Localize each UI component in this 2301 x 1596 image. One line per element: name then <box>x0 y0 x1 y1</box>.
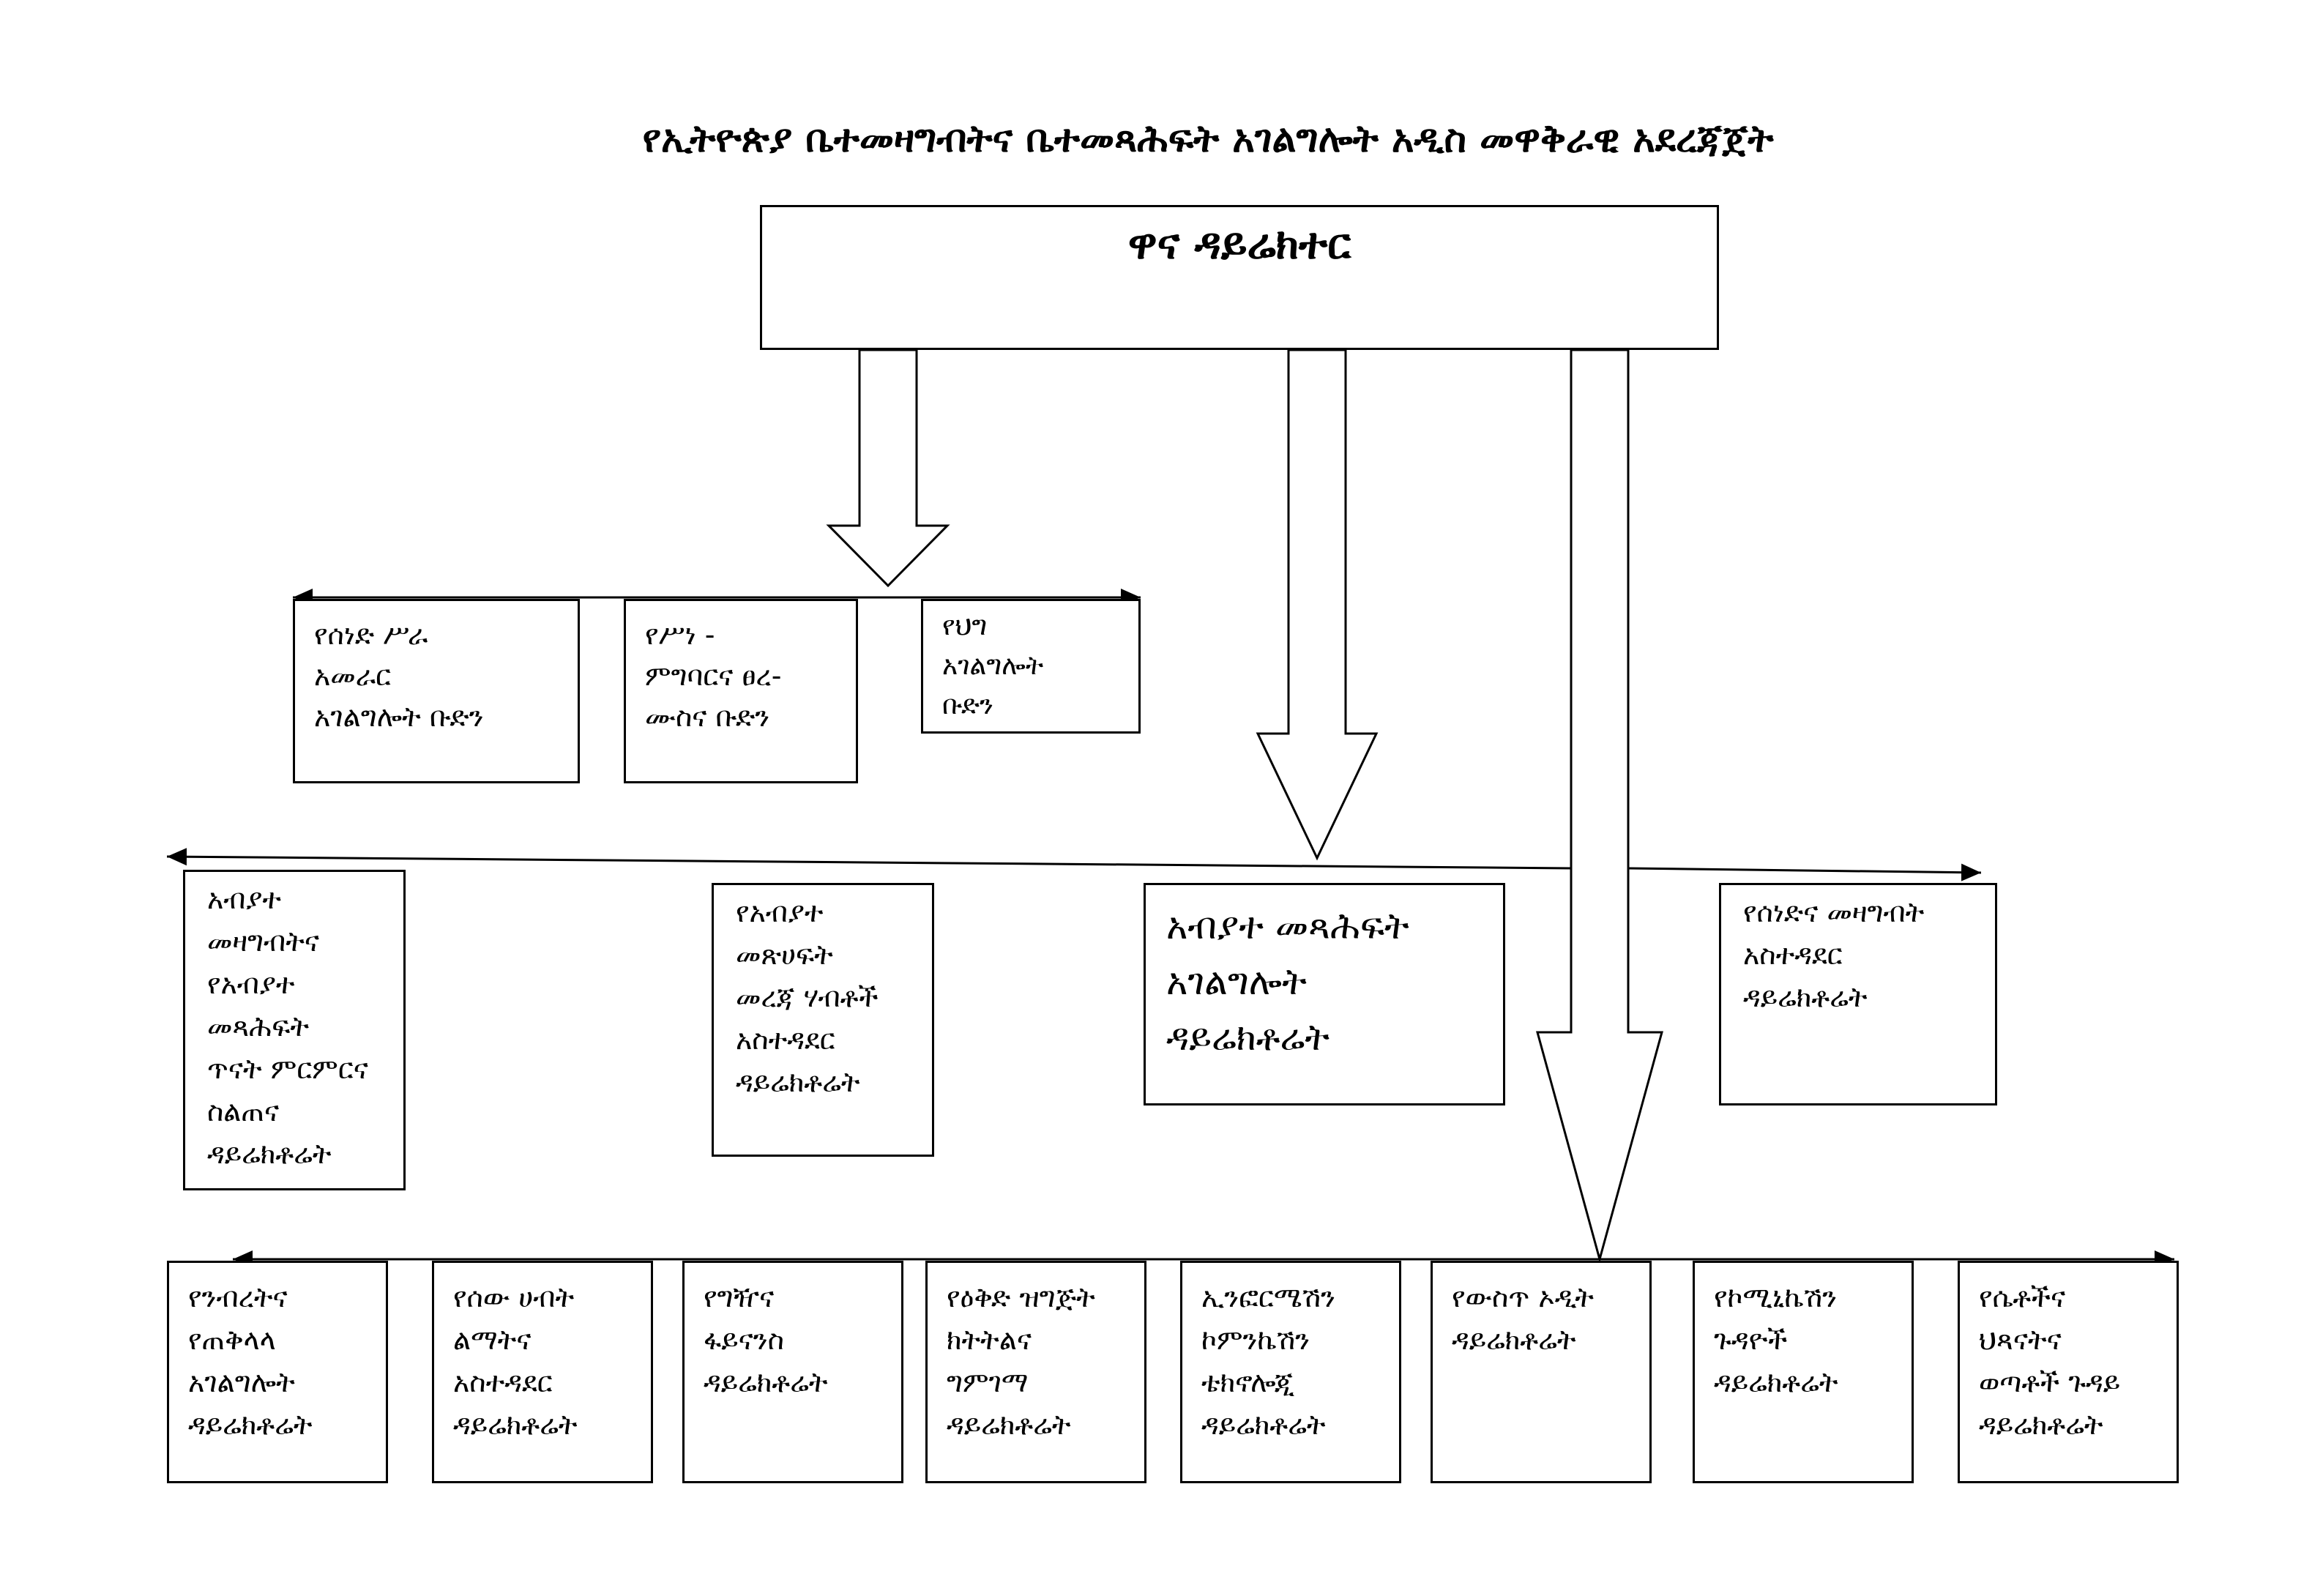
box-line: መዛግብትና <box>207 925 319 958</box>
box-line: ክትትልና <box>947 1324 1032 1356</box>
box-line: መረጃ ሃብቶች <box>736 981 879 1013</box>
box-line: የአብያተ <box>736 896 824 928</box>
core-row-connector-right <box>1627 863 1982 881</box>
support-directorate-box: የንብረትና የጠቅላላ አገልግሎት ዳይሬክቶሬት <box>167 1261 388 1483</box>
box-line: አገልግሎት <box>942 651 1044 681</box>
chart-title: የኢትዮጵያ ቤተመዛግብትና ቤተመጻሕፍት አገልግሎት አዲስ መዋቅራዊ… <box>642 117 1774 161</box>
block-arrow-core <box>1256 348 1379 861</box>
box-line: ዳይሬክቶሬት <box>736 1066 860 1098</box>
box-line: የኮሚኒኬሽን <box>1714 1281 1838 1313</box>
box-line: ጉዳዮች <box>1714 1324 1788 1356</box>
box-line: ቡድን <box>942 690 993 720</box>
box-line: ምግባርና ፀረ- <box>645 660 782 692</box>
team-box: የሰነድ ሥራ አመራር አገልግሎት ቡድን <box>293 599 580 783</box>
box-line: የሰነድና መዛግብት <box>1743 896 1925 928</box>
block-arrow-teams <box>826 348 950 588</box>
box-line: ልማትና <box>453 1324 532 1356</box>
core-directorate-box: አብያተ መዛግብትና የአብያተ መጻሕፍት ጥናት ምርምርና ስልጠና ዳ… <box>183 870 406 1190</box>
box-line: ዳይሬክቶሬት <box>1979 1409 2103 1441</box>
box-line: የንብረትና <box>188 1281 288 1313</box>
box-line: አብያተ <box>207 883 282 915</box>
box-line: ወጣቶች ጉዳይ <box>1979 1366 2121 1398</box>
block-arrow-support <box>1536 348 1663 1264</box>
box-line: ዳይሬክቶሬት <box>188 1409 313 1441</box>
box-line: አገልግሎት <box>1166 961 1307 1003</box>
box-line: ህጻናትና <box>1979 1324 2062 1356</box>
box-line: ዳይሬክቶሬት <box>1743 981 1868 1013</box>
box-line: ዳይሬክቶሬት <box>1201 1409 1326 1441</box>
box-line: ኮምንኬሽን <box>1201 1324 1310 1356</box>
box-line: አስተዳደር <box>736 1023 835 1056</box>
box-line: የግዥና <box>704 1281 775 1313</box>
box-line: የሰነድ ሥራ <box>314 619 428 651</box>
box-line: ፋይናንስ <box>704 1324 784 1356</box>
box-line: ስልጠና <box>207 1095 280 1127</box>
box-line: ጥናት ምርምርና <box>207 1053 368 1085</box>
support-directorate-box: የዕቅድ ዝግጅት ክትትልና ግምገማ ዳይሬክቶሬት <box>925 1261 1146 1483</box>
box-line: ሙስና ቡድን <box>645 701 770 733</box>
core-directorate-box: የሰነድና መዛግብት አስተዳደር ዳይሬክቶሬት <box>1719 883 1997 1105</box>
box-line: አገልግሎት ቡድን <box>314 701 484 733</box>
team-box: የሥነ - ምግባርና ፀረ- ሙስና ቡድን <box>624 599 858 783</box>
box-line: አብያተ መጻሕፍት <box>1166 905 1409 947</box>
support-directorate-box: የውስጥ ኦዲት ዳይሬክቶሬት <box>1431 1261 1652 1483</box>
box-line: ዳይሬክቶሬት <box>1166 1016 1330 1059</box>
box-line: ዳይሬክቶሬት <box>453 1409 578 1441</box>
support-directorate-box: ኢንፎርሜሽን ኮምንኬሽን ቴክኖሎጂ ዳይሬክቶሬት <box>1180 1261 1401 1483</box>
box-line: ዳይሬክቶሬት <box>1452 1324 1576 1356</box>
box-line: የዕቅድ ዝግጅት <box>947 1281 1095 1313</box>
box-line: የአብያተ <box>207 968 295 1000</box>
support-directorate-box: የኮሚኒኬሽን ጉዳዮች ዳይሬክቶሬት <box>1693 1261 1914 1483</box>
box-line: የህግ <box>942 611 988 641</box>
team-box: የህግ አገልግሎት ቡድን <box>921 599 1141 734</box>
box-line: የውስጥ ኦዲት <box>1452 1281 1594 1313</box>
core-row-connector-left <box>166 848 1572 870</box>
box-line: መጻሕፍት <box>207 1010 310 1043</box>
box-line: የሰው ሀብት <box>453 1281 575 1313</box>
support-directorate-box: የሴቶችና ህጻናትና ወጣቶች ጉዳይ ዳይሬክቶሬት <box>1958 1261 2179 1483</box>
head-director-label: ዋና ዳይሬክተር <box>1127 219 1351 269</box>
box-line: ግምገማ <box>947 1366 1029 1398</box>
core-directorate-box: የአብያተ መጽሀፍት መረጃ ሃብቶች አስተዳደር ዳይሬክቶሬት <box>712 883 934 1157</box>
box-line: ዳይሬክቶሬት <box>207 1138 332 1170</box>
support-directorate-box: የሰው ሀብት ልማትና አስተዳደር ዳይሬክቶሬት <box>432 1261 653 1483</box>
box-line: ኢንፎርሜሽን <box>1201 1281 1335 1313</box>
head-director-box: ዋና ዳይሬክተር <box>760 205 1719 350</box>
box-line: ዳይሬክቶሬት <box>704 1366 828 1398</box>
box-line: አስተዳደር <box>453 1366 553 1398</box>
box-line: የሴቶችና <box>1979 1281 2066 1313</box>
box-line: አመራር <box>314 660 391 692</box>
core-directorate-box: አብያተ መጻሕፍት አገልግሎት ዳይሬክቶሬት <box>1144 883 1505 1105</box>
box-line: የሥነ - <box>645 619 715 651</box>
box-line: ዳይሬክቶሬት <box>947 1409 1071 1441</box>
box-line: ዳይሬክቶሬት <box>1714 1366 1838 1398</box>
box-line: የጠቅላላ <box>188 1324 276 1356</box>
box-line: አገልግሎት <box>188 1366 295 1398</box>
box-line: መጽሀፍት <box>736 939 833 971</box>
box-line: ቴክኖሎጂ <box>1201 1366 1295 1398</box>
box-line: አስተዳደር <box>1743 939 1843 971</box>
support-directorate-box: የግዥና ፋይናንስ ዳይሬክቶሬት <box>682 1261 903 1483</box>
